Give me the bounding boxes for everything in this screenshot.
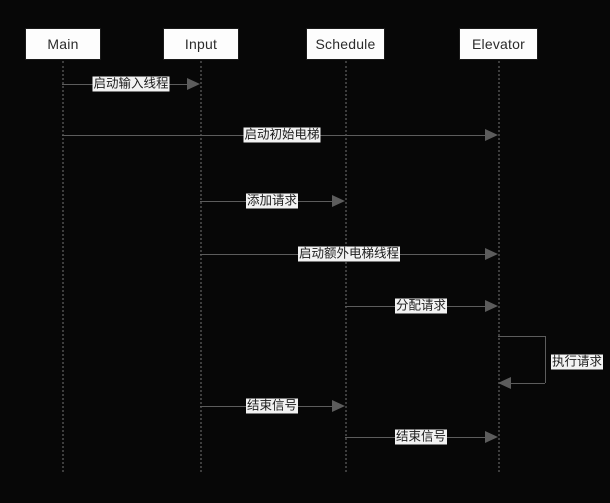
message-label-6: 执行请求: [551, 354, 604, 370]
message-selfloop-bottom-6: [511, 383, 545, 384]
message-arrowhead-5: [485, 300, 498, 312]
participant-box-elevator[interactable]: Elevator: [459, 28, 538, 60]
message-arrowhead-1: [187, 78, 200, 90]
participant-label-elevator: Elevator: [472, 36, 525, 52]
message-selfloop-side-6: [545, 336, 546, 383]
message-label-4: 启动额外电梯线程: [297, 246, 401, 262]
lifeline-input: [200, 61, 202, 472]
lifeline-main: [62, 61, 64, 472]
participant-label-main: Main: [47, 36, 79, 52]
message-label-5: 分配请求: [394, 298, 448, 314]
message-selfloop-top-6: [498, 336, 545, 337]
lifeline-schedule: [345, 61, 347, 472]
lifeline-elevator: [498, 61, 500, 472]
message-label-2: 启动初始电梯: [243, 127, 321, 143]
message-arrowhead-8: [485, 431, 498, 443]
message-label-3: 添加请求: [245, 193, 299, 209]
participant-box-input[interactable]: Input: [163, 28, 239, 60]
message-arrowhead-4: [485, 248, 498, 260]
participant-label-schedule: Schedule: [315, 36, 376, 52]
message-label-1: 启动输入线程: [92, 76, 170, 92]
message-label-8: 结束信号: [394, 429, 448, 445]
message-arrowhead-6: [498, 377, 511, 389]
participant-box-schedule[interactable]: Schedule: [306, 28, 385, 60]
participant-label-input: Input: [184, 36, 218, 52]
message-arrowhead-2: [485, 129, 498, 141]
message-arrowhead-7: [332, 400, 345, 412]
message-label-7: 结束信号: [245, 398, 299, 414]
participant-box-main[interactable]: Main: [25, 28, 101, 60]
message-arrowhead-3: [332, 195, 345, 207]
